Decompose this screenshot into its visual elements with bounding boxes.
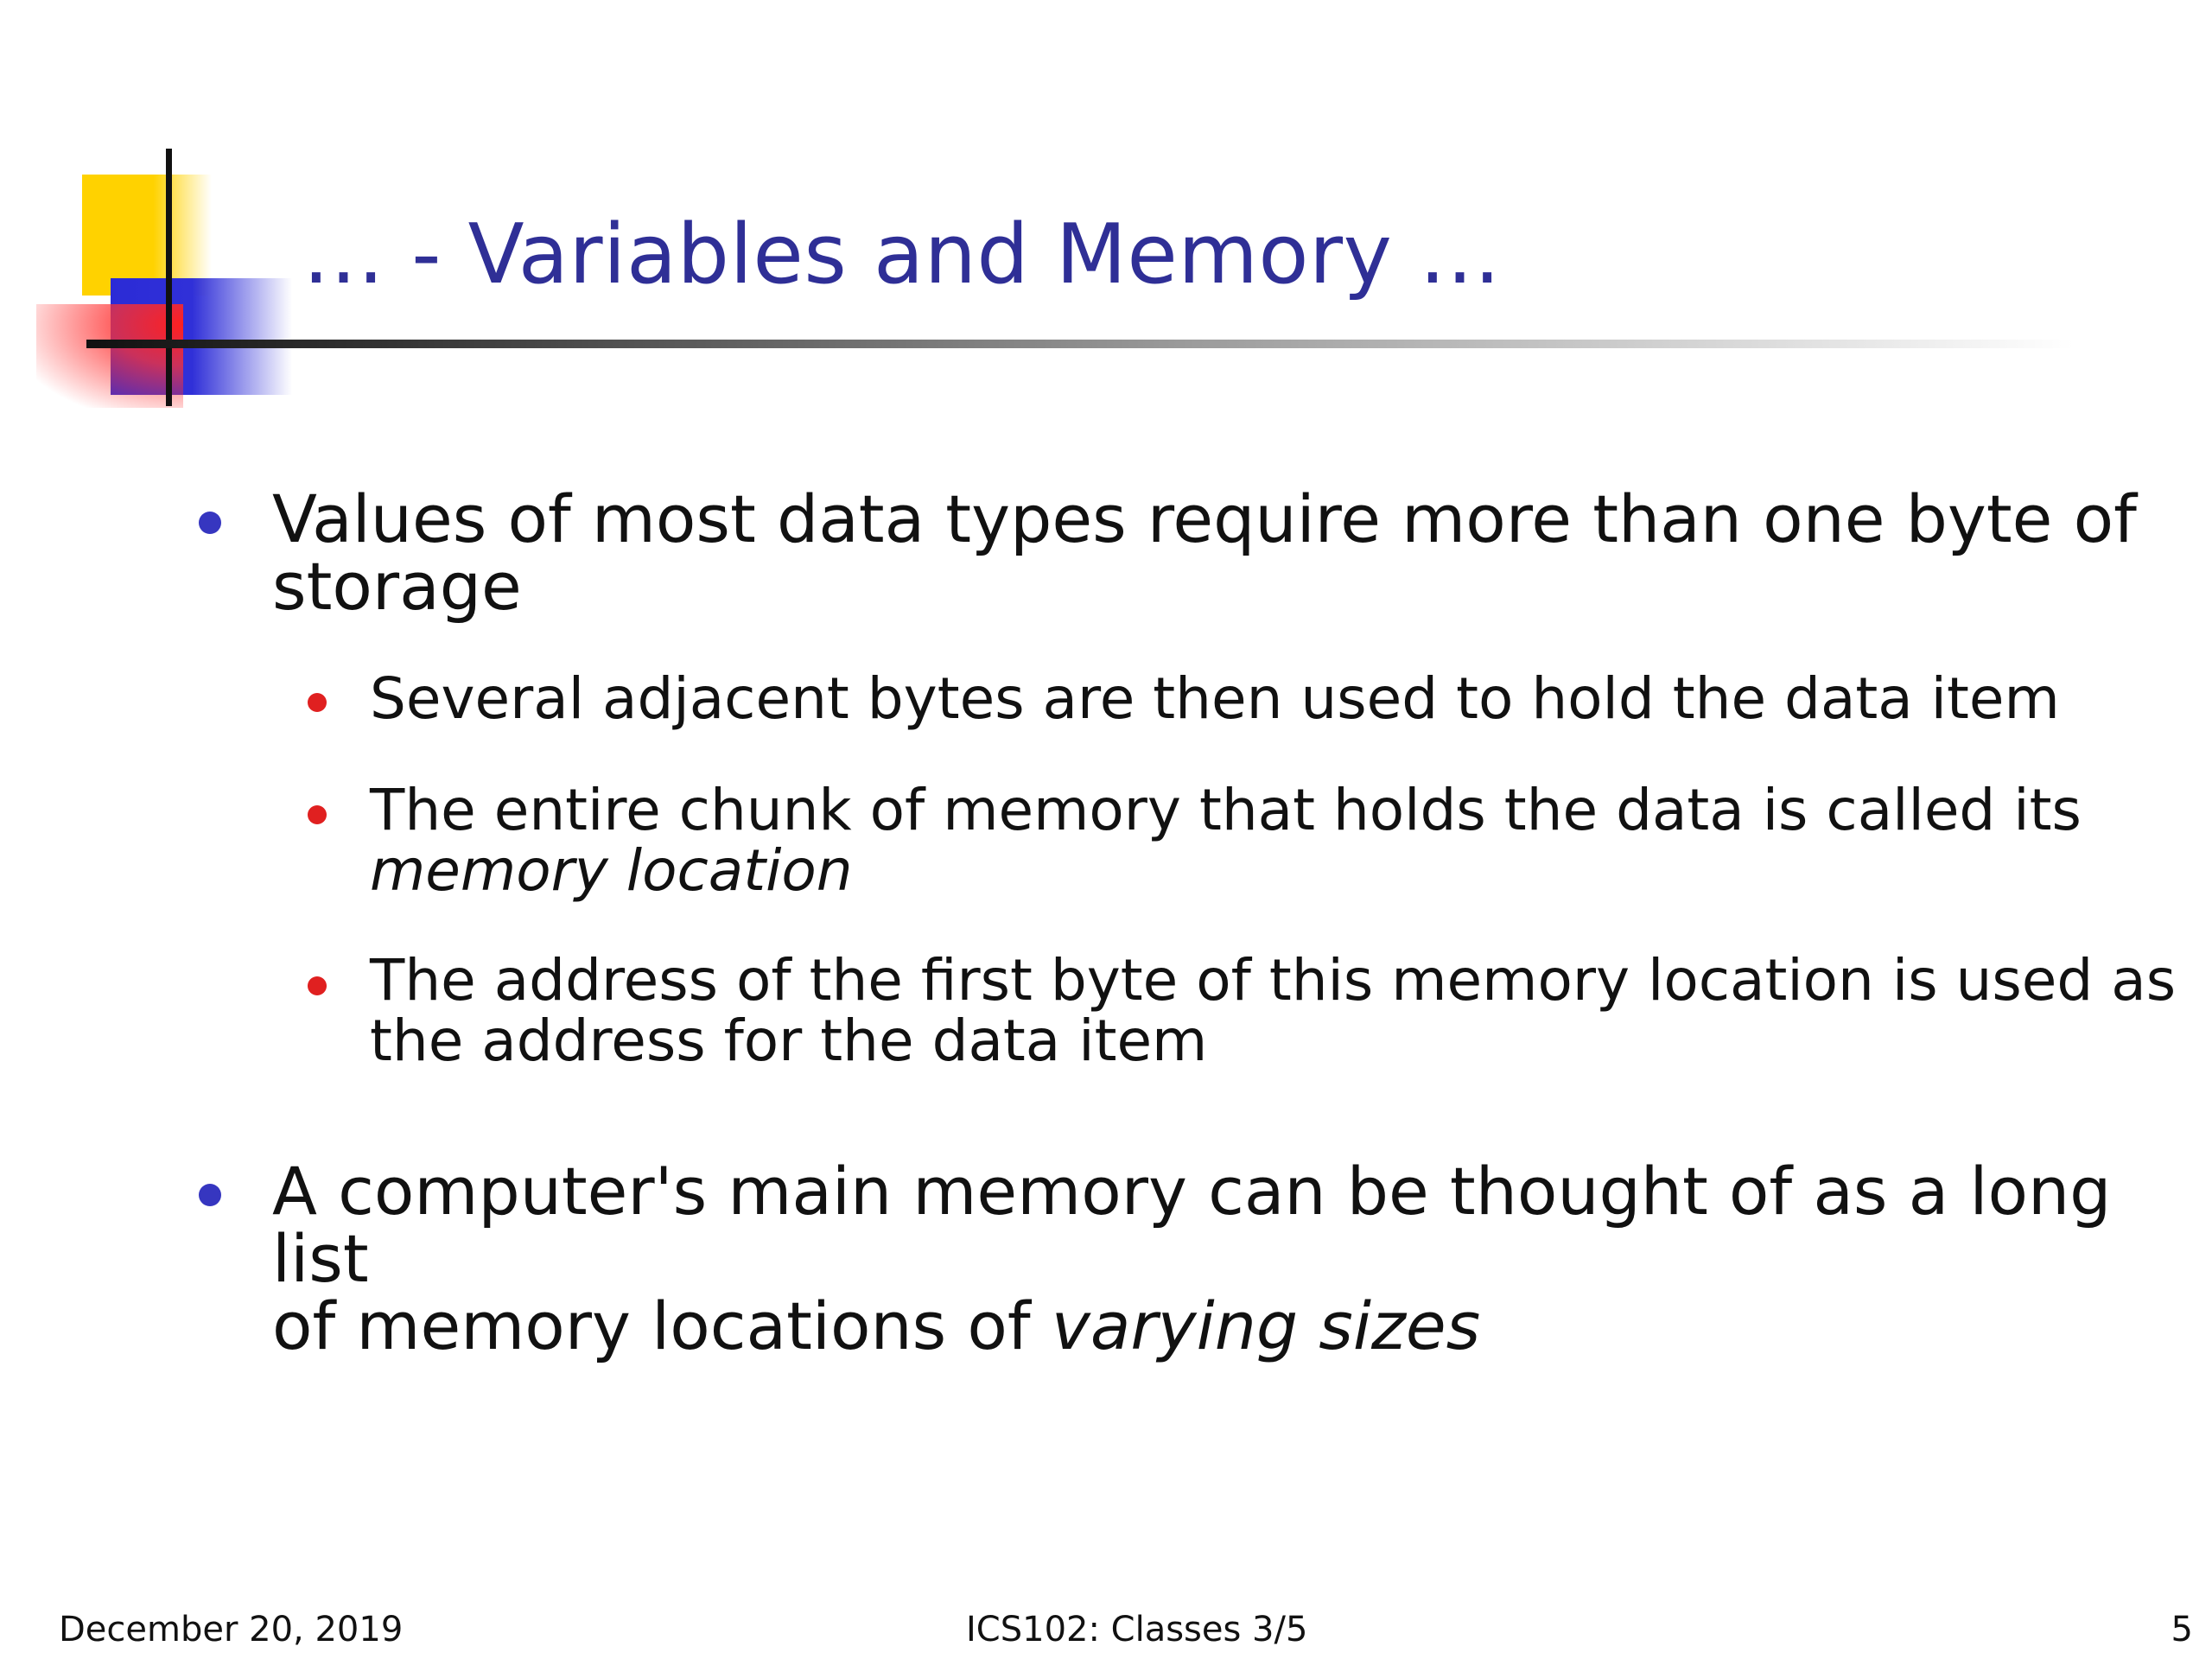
sub-bullet-text: The entire chunk of memory that holds th… (370, 780, 2212, 901)
bullet-text-main: A computer's main memory can be thought … (272, 1153, 2112, 1364)
slide-title: … - Variables and Memory … (302, 207, 1502, 302)
bullet-dot (199, 512, 221, 534)
sub-bullet-dot (308, 805, 327, 824)
sub-bullet-dot (308, 976, 327, 995)
logo-yellow-square (82, 175, 212, 296)
footer-page-number: 5 (2171, 1610, 2193, 1649)
sub-bullet-text-main: Several adjacent bytes are then used to … (370, 665, 2060, 732)
bullet-text: Values of most data types require more t… (272, 480, 2137, 625)
sub-bullet-text: Several adjacent bytes are then used to … (370, 669, 2212, 729)
slide-logo (0, 0, 311, 432)
sub-bullet-text-main: The address of the first byte of this me… (370, 947, 2177, 1074)
footer-course-title: ICS102: Classes 3/5 (966, 1610, 1308, 1649)
title-rule (86, 340, 2074, 348)
sub-bullet-dot (308, 693, 327, 712)
bullet-text-emphasis: varying sizes (1051, 1287, 1481, 1364)
sub-bullet-text-emphasis: memory location (370, 837, 853, 904)
logo-red-square (36, 304, 183, 408)
logo-vertical-line (166, 149, 172, 406)
bullet-dot (199, 1184, 221, 1206)
sub-bullet-text: The address of the first byte of this me… (370, 950, 2212, 1071)
sub-bullet-text-main: The entire chunk of memory that holds th… (370, 777, 2082, 843)
footer-date: December 20, 2019 (59, 1610, 404, 1649)
bullet-text: A computer's main memory can be thought … (272, 1158, 2212, 1360)
